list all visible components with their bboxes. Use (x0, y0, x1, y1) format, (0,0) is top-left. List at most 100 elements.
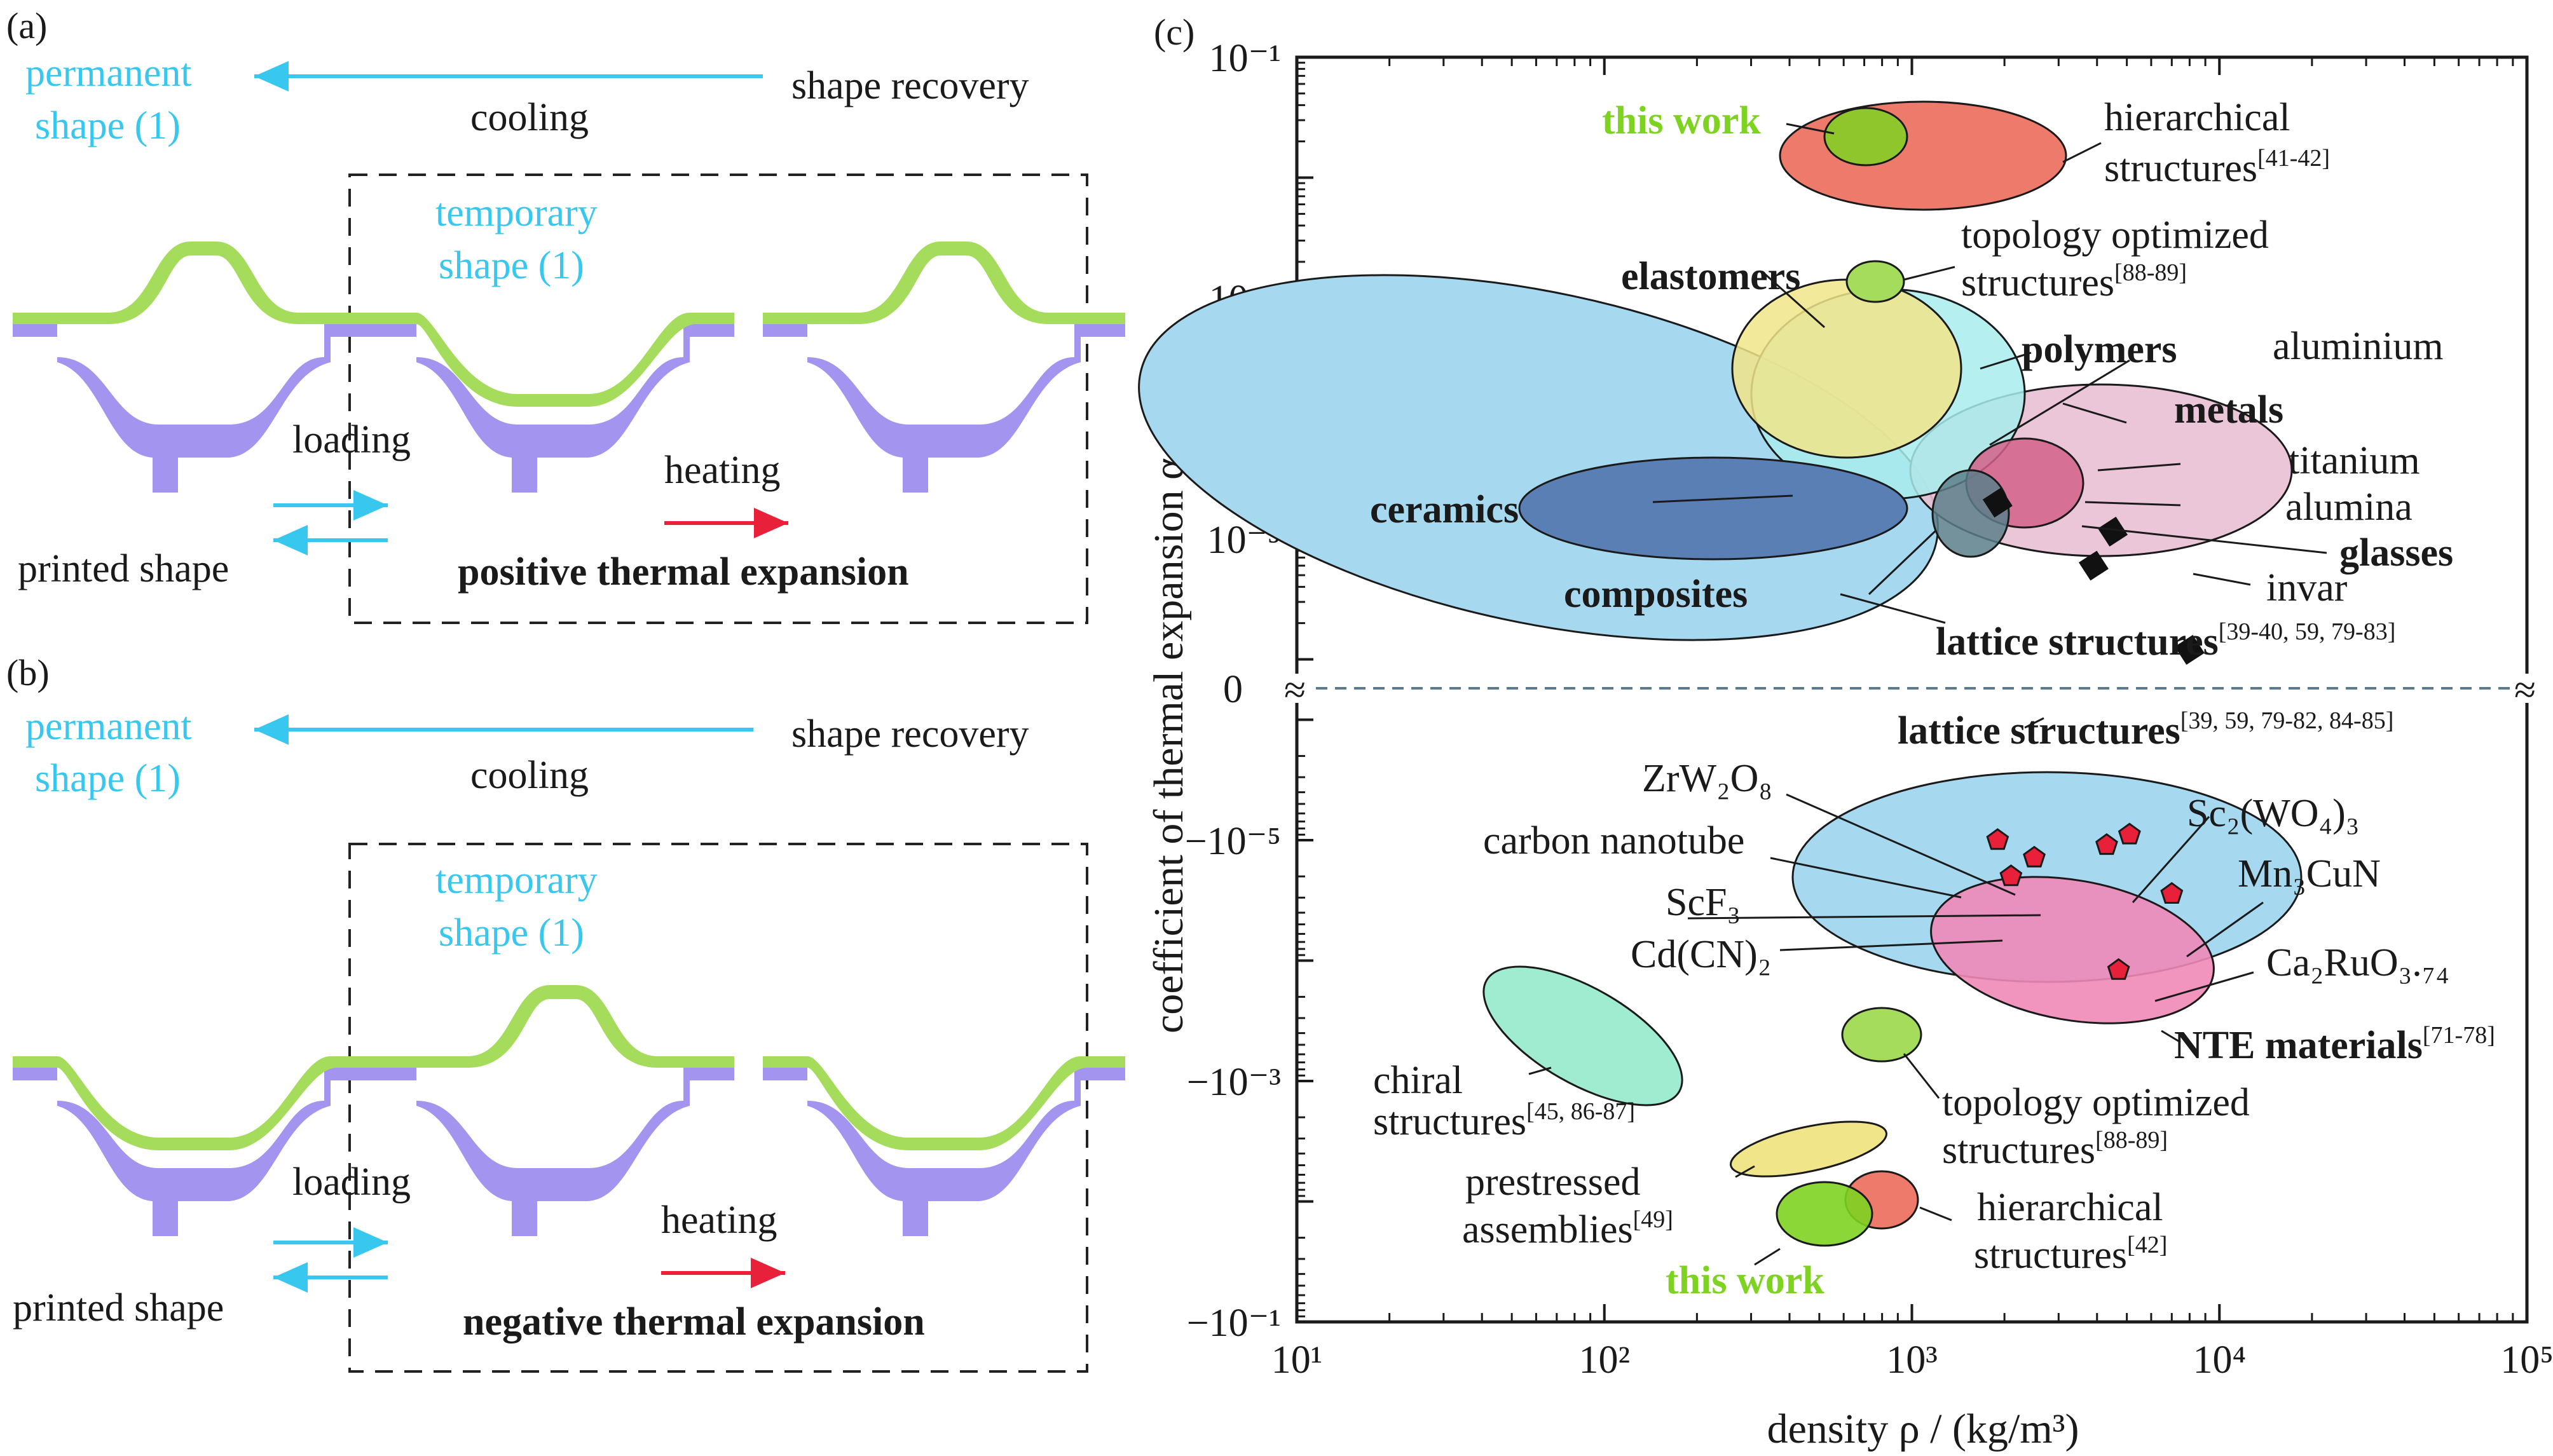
prestressed-assemblies-label-1: prestressed (1465, 1160, 1640, 1204)
nte-point-4 (2095, 833, 2118, 855)
alumina-label: alumina (2285, 486, 2413, 529)
elastomers-label: elastomers (1621, 255, 1800, 298)
topology-optimized-positive-region (1845, 260, 1905, 303)
loading-label-b: loading (292, 1160, 411, 1204)
invar-label: invar (2266, 566, 2348, 609)
temporary-box (348, 173, 1088, 624)
heating-label: heating (664, 449, 781, 492)
panel-b: (b) permanent shape (1) shape recovery c… (6, 652, 1125, 1373)
x-tick-label: 10² (1578, 1338, 1630, 1382)
titanium-label: titanium (2289, 439, 2420, 482)
panel-c-label: (c) (1154, 11, 1194, 53)
chiral-structures-label-2: structures[45, 86-87] (1373, 1098, 1635, 1143)
nte-point-6 (2107, 958, 2130, 980)
positive-leader-lines (1652, 123, 2327, 624)
glasses-label: glasses (2339, 531, 2453, 575)
shape-recovery-label: shape recovery (791, 64, 1029, 107)
topology-optimized-positive-label-2: structures[88-89] (1961, 259, 2187, 304)
metals-label: metals (2174, 388, 2283, 432)
x-axis-title: density ρ / (kg/m³) (1767, 1406, 2079, 1452)
topology-optimized-negative-label-1: topology optimized (1942, 1081, 2250, 1124)
axis-break-symbol-left: ≈ (1284, 669, 1306, 712)
chiral-structures-label-1: chiral (1373, 1059, 1463, 1102)
ceramics-region (1518, 456, 1908, 561)
ca2ruo374-label: Ca₂RuO₃.₇₄ (2266, 941, 2449, 984)
panel-b-label: (b) (6, 652, 50, 693)
this-work-negative-region (1776, 1181, 1873, 1247)
temporary-shape-b-line1: temporary (435, 859, 598, 902)
point-aluminium (1982, 487, 2013, 518)
y-tick-label-neg: −10⁻¹ (1187, 1302, 1281, 1345)
this-work-positive-label: this work (1602, 99, 1761, 142)
temporary-shape-label-line2: shape (1) (439, 244, 584, 287)
topology-optimized-negative-region (1841, 1007, 1922, 1063)
scf3-label: ScF₃ (1666, 881, 1741, 924)
panel-c: (c) 10¹10²10³10⁴10⁵10⁻¹10⁻³10⁻⁵0−10⁻⁵−10… (1138, 11, 2553, 1452)
positive-thermal-expansion-caption: positive thermal expansion (458, 550, 909, 594)
prestressed-assemblies-label-2: assemblies[49] (1462, 1206, 1673, 1251)
cdcn2-label: Cd(CN)₂ (1631, 933, 1771, 976)
axis-break-symbol-right: ≈ (2514, 669, 2536, 712)
nte-point-1 (1986, 828, 2009, 850)
point-titanium (2098, 517, 2128, 547)
temporary-shape-label-line1: temporary (435, 191, 598, 235)
x-tick-label: 10¹ (1271, 1338, 1323, 1382)
break-mask-left (1281, 674, 1313, 703)
temporary-shape-b (372, 985, 734, 1236)
topology-optimized-positive-label-1: topology optimized (1961, 214, 2269, 257)
y-tick-label: 10⁻¹ (1209, 37, 1281, 80)
nte-point-2 (2023, 845, 2046, 867)
nte-point-3 (1999, 864, 2023, 887)
hierarchical-structures-negative-label-2: structures[42] (1974, 1232, 2167, 1277)
permanent-shape-label-line2: shape (1) (35, 104, 181, 147)
x-tick-label: 10³ (1886, 1338, 1938, 1382)
composites-label: composites (1564, 573, 1748, 616)
nte-materials-label: NTE materials[71-78] (2174, 1022, 2495, 1067)
permanent-shape-b-line1: permanent (25, 705, 192, 748)
point-alumina (2078, 550, 2109, 581)
zrw2o8-label: ZrW₂O₈ (1642, 757, 1772, 800)
permanent-shape-label-line1: permanent (25, 51, 192, 95)
aluminium-label: aluminium (2273, 325, 2444, 368)
point-invar (2174, 635, 2205, 665)
mn3cun-label: Mn₃CuN (2238, 852, 2381, 895)
elastomers-region (1731, 278, 1962, 459)
nte-point-5 (2160, 881, 2184, 904)
x-tick-label: 10⁵ (2500, 1338, 2553, 1382)
cooling-label-b: cooling (470, 754, 589, 797)
nte-materials-region (1930, 876, 2215, 1024)
printed-shape-b (13, 1056, 375, 1236)
composites-region (1931, 469, 2010, 558)
panel-a-label: (a) (6, 5, 47, 46)
negative-leader-lines (1528, 717, 2264, 1266)
heating-label-b: heating (661, 1199, 777, 1242)
shape-recovery-label-b: shape recovery (791, 712, 1029, 756)
printed-shape-label-b: printed shape (13, 1286, 224, 1330)
polymers-label: polymers (2022, 328, 2177, 371)
this-work-negative-label: this work (1666, 1259, 1824, 1302)
hierarchical-structures-negative-label-1: hierarchical (1977, 1186, 2163, 1229)
loading-label: loading (292, 418, 411, 461)
nte-point-0 (2118, 822, 2141, 845)
positive-material-points (1982, 487, 2205, 665)
negative-region-group (1482, 771, 2303, 1247)
permanent-shape-b-line2: shape (1) (35, 757, 181, 800)
hierarchical-structures-positive-region (1779, 100, 2067, 211)
negative-thermal-expansion-caption: negative thermal expansion (463, 1300, 925, 1344)
recovered-shape-b (763, 1056, 1125, 1236)
printed-shape-label: printed shape (18, 547, 229, 590)
temporary-shape-a (372, 313, 734, 493)
ceramics-label: ceramics (1370, 488, 1519, 531)
panel-a: (a) permanent shape (1) shape recovery c… (6, 5, 1125, 624)
axis-tick-labels: 10¹10²10³10⁴10⁵10⁻¹10⁻³10⁻⁵0−10⁻⁵−10⁻³−1… (1185, 37, 2553, 1382)
printed-shape-a (13, 242, 375, 493)
carbon-nanotube-label: carbon nanotube (1483, 819, 1744, 862)
hierarchical-structures-positive-label-2: structures[41-42] (2104, 145, 2330, 190)
topology-optimized-negative-label-2: structures[88-89] (1942, 1127, 2168, 1172)
temporary-box-b (348, 843, 1088, 1373)
cooling-label: cooling (470, 96, 589, 139)
y-tick-label-neg: −10⁻³ (1187, 1061, 1281, 1104)
recovered-shape-a (763, 242, 1125, 493)
sc2wo43-label: Sc₂(WO₄)₃ (2187, 792, 2359, 835)
